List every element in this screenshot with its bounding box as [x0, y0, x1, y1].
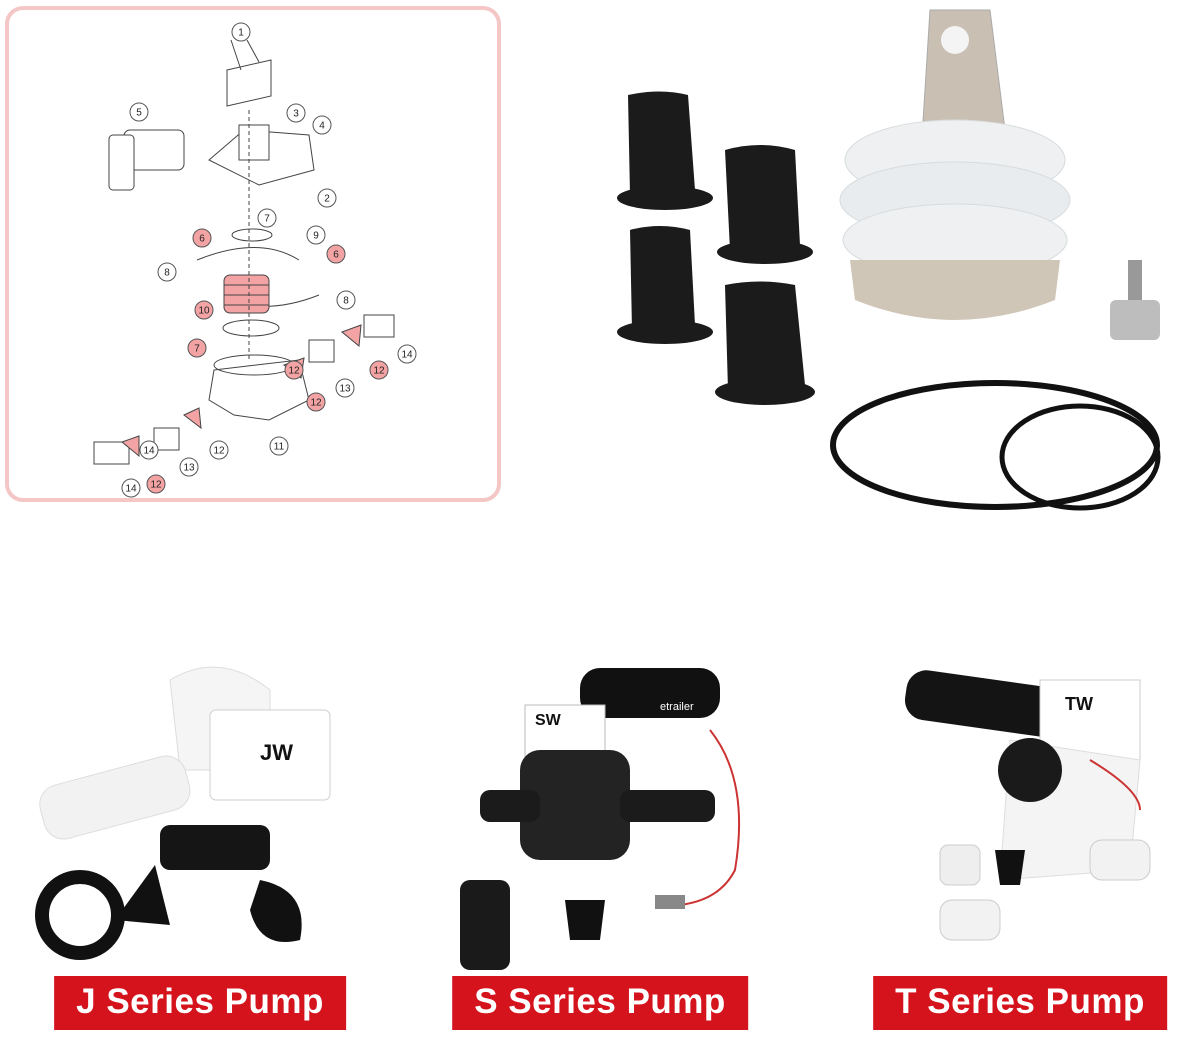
duckbill-valve-icon [715, 281, 815, 405]
s-series-label: S Series Pump [452, 976, 748, 1030]
j-series-label: J Series Pump [54, 976, 346, 1030]
large-o-ring-icon [830, 380, 1160, 510]
t-series-badge: TW [1065, 694, 1093, 714]
j-series-pump-photo: JW [20, 650, 380, 980]
callout-number: 13 [339, 384, 351, 395]
callout-bubble [269, 436, 289, 456]
callout-number: 14 [125, 484, 137, 495]
callout-bubble [157, 262, 177, 282]
duckbill-valve-icon [617, 226, 713, 344]
callout-number: 8 [164, 268, 170, 279]
callout-number: 4 [319, 121, 325, 132]
callout-number: 12 [373, 366, 385, 377]
callout-bubble [231, 22, 251, 42]
t-series-card: TW T Series Pump [840, 650, 1200, 1030]
callout-number: 1 [238, 28, 244, 39]
s-series-card: etrailer SW S Series Pump [420, 650, 780, 1030]
replacement-kit-photo [600, 0, 1190, 520]
callout-bubble [209, 440, 229, 460]
shoulder-screw-icon [1110, 260, 1160, 340]
callout-number: 9 [313, 231, 319, 242]
callout-number: 13 [183, 463, 195, 474]
callout-number: 7 [264, 214, 270, 225]
callout-bubble [312, 115, 332, 135]
callout-bubble [187, 338, 207, 358]
bellows-assembly-icon [839, 9, 1071, 320]
exploded-parts-diagram: 1 5 3 4 2 6 7 9 6 8 10 8 7 13 12 14 12 12 11 13 12 14 12 14 [5, 6, 501, 502]
duckbill-valve-icon [717, 145, 813, 264]
small-o-ring-icon [999, 403, 1161, 511]
s-series-badge: SW [535, 712, 562, 729]
callout-bubble [121, 478, 141, 498]
callout-bubble [335, 378, 355, 398]
callout-bubble [129, 102, 149, 122]
callout-bubble [146, 474, 166, 494]
kit-parts-drawing [617, 9, 1161, 511]
callout-bubble [397, 344, 417, 364]
callout-bubble [306, 392, 326, 412]
callout-number: 6 [333, 250, 339, 261]
callout-bubble [284, 360, 304, 380]
callout-bubble [286, 103, 306, 123]
callout-number: 12 [310, 398, 322, 409]
callout-number: 5 [136, 108, 142, 119]
callout-number: 12 [288, 366, 300, 377]
diagram-drawing: 1 5 3 4 2 6 7 9 6 8 10 8 7 13 12 14 12 12 11 13 12 14 12 14 [93, 22, 417, 498]
callout-number: 11 [274, 442, 285, 453]
callout-bubble [326, 244, 346, 264]
callout-bubble [192, 228, 212, 248]
j-series-badge: JW [260, 740, 293, 765]
callout-number: 12 [150, 480, 162, 491]
t-series-label: T Series Pump [873, 976, 1167, 1030]
j-series-card: JW J Series Pump [20, 650, 380, 1030]
callout-bubble [139, 440, 159, 460]
callout-number: 6 [199, 234, 205, 245]
callout-bubble [317, 188, 337, 208]
callout-number: 14 [401, 350, 413, 361]
callout-number: 2 [324, 194, 330, 205]
callout-bubble [336, 290, 356, 310]
callout-number: 12 [213, 446, 225, 457]
callout-bubble [257, 208, 277, 228]
callout-number: 7 [194, 344, 200, 355]
callout-number: 14 [143, 446, 155, 457]
callout-number: 3 [293, 109, 299, 120]
callout-bubble [306, 225, 326, 245]
callout-bubble [369, 360, 389, 380]
callout-number: 8 [343, 296, 349, 307]
s-series-brand: etrailer [660, 701, 694, 713]
duckbill-valve-icon [617, 91, 713, 210]
s-series-pump-photo: etrailer SW [420, 650, 780, 980]
callout-bubble [194, 300, 214, 320]
callout-bubble [179, 457, 199, 477]
callout-number: 10 [198, 306, 210, 317]
t-series-pump-photo: TW [840, 650, 1200, 980]
